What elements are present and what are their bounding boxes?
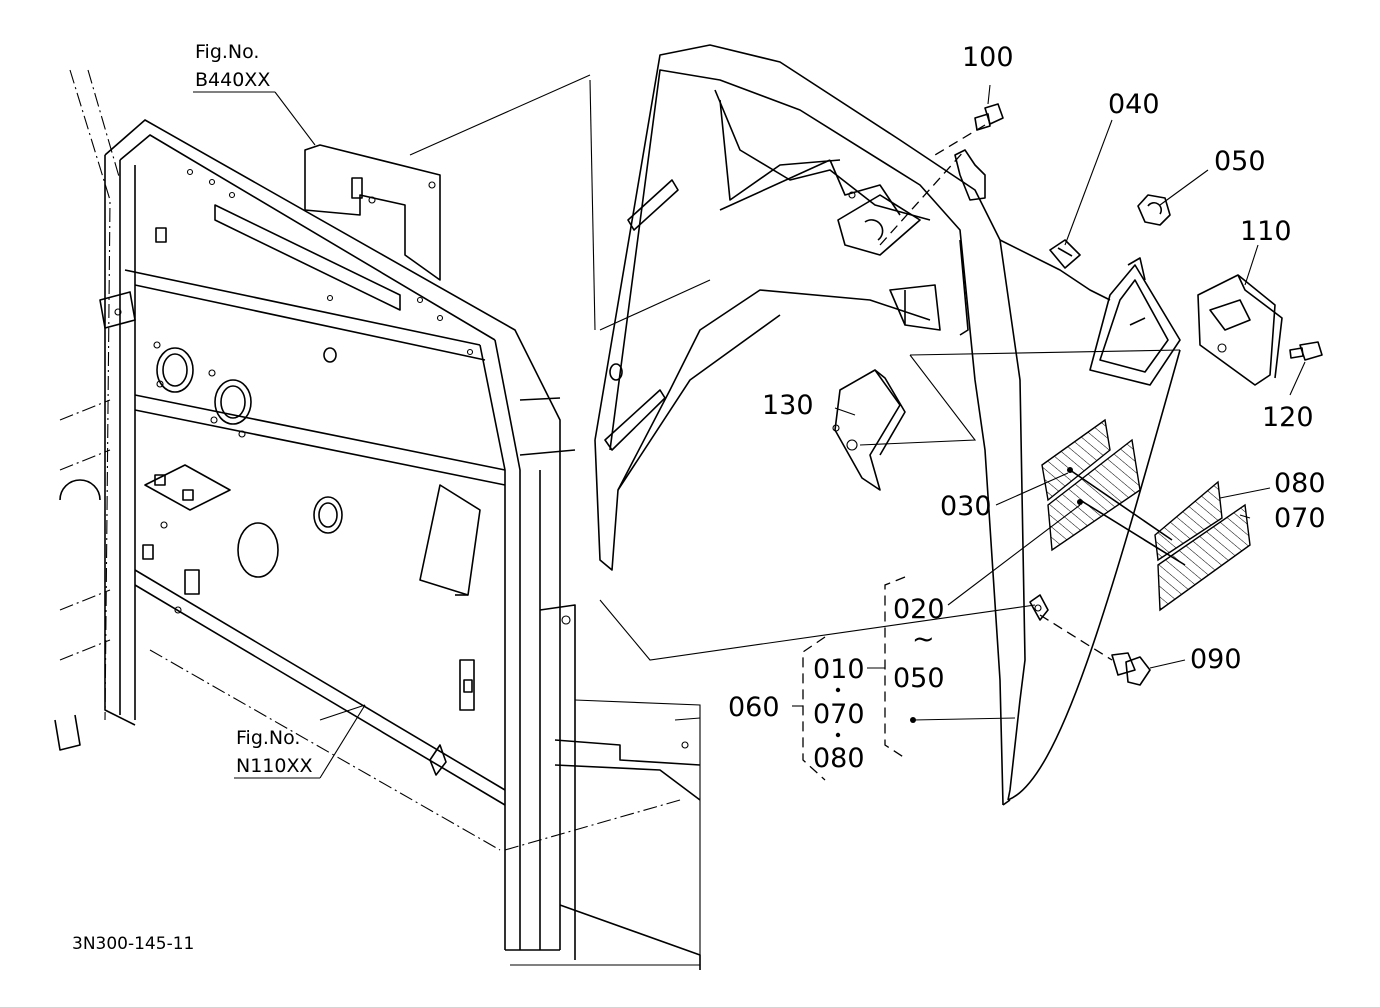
screw-120 — [1289, 341, 1323, 361]
part-label-070: 070 — [1274, 503, 1326, 534]
decals — [1041, 418, 1251, 612]
fig-ref-top-line2: B440XX — [195, 69, 270, 91]
fig-ref-bottom-line1: Fig.No. — [236, 727, 300, 749]
part-label-120: 120 — [1262, 402, 1314, 433]
bolt-100 — [934, 103, 1004, 201]
pad-110 — [1197, 274, 1283, 386]
part-label-090: 090 — [1190, 644, 1242, 675]
drawing-id: 3N300-145-11 — [72, 934, 194, 954]
set-item-070: 070 — [813, 699, 865, 730]
bolt-090 — [1029, 594, 1151, 686]
fig-ref-bottom-line2: N110XX — [236, 755, 313, 777]
fig-ref-top-line1: Fig.No. — [195, 41, 259, 63]
lamp-bracket-assembly — [999, 239, 1181, 386]
front-grille-housing — [409, 44, 1181, 806]
part-label-050: 050 — [1214, 146, 1266, 177]
set-label-060: 060 — [728, 692, 780, 723]
clip-040 — [1049, 239, 1081, 269]
range-end: 050 — [893, 663, 945, 694]
part-label-040: 040 — [1108, 89, 1160, 120]
set-item-010: 010 — [813, 654, 865, 685]
part-label-110: 110 — [1240, 216, 1292, 247]
part-label-130: 130 — [762, 390, 814, 421]
front-panel-frame — [54, 69, 576, 960]
range-separator: ~ — [912, 624, 935, 655]
group-brackets — [792, 576, 906, 781]
clip-nut-050 — [1137, 194, 1171, 226]
leader-lines — [274, 84, 1306, 723]
set-item-080: 080 — [813, 743, 865, 774]
bracket-130 — [832, 369, 906, 491]
part-label-100: 100 — [962, 42, 1014, 73]
part-label-020: 020 — [893, 594, 945, 625]
part-label-080: 080 — [1274, 468, 1326, 499]
part-label-030: 030 — [940, 491, 992, 522]
base-frame-lines — [504, 699, 701, 970]
